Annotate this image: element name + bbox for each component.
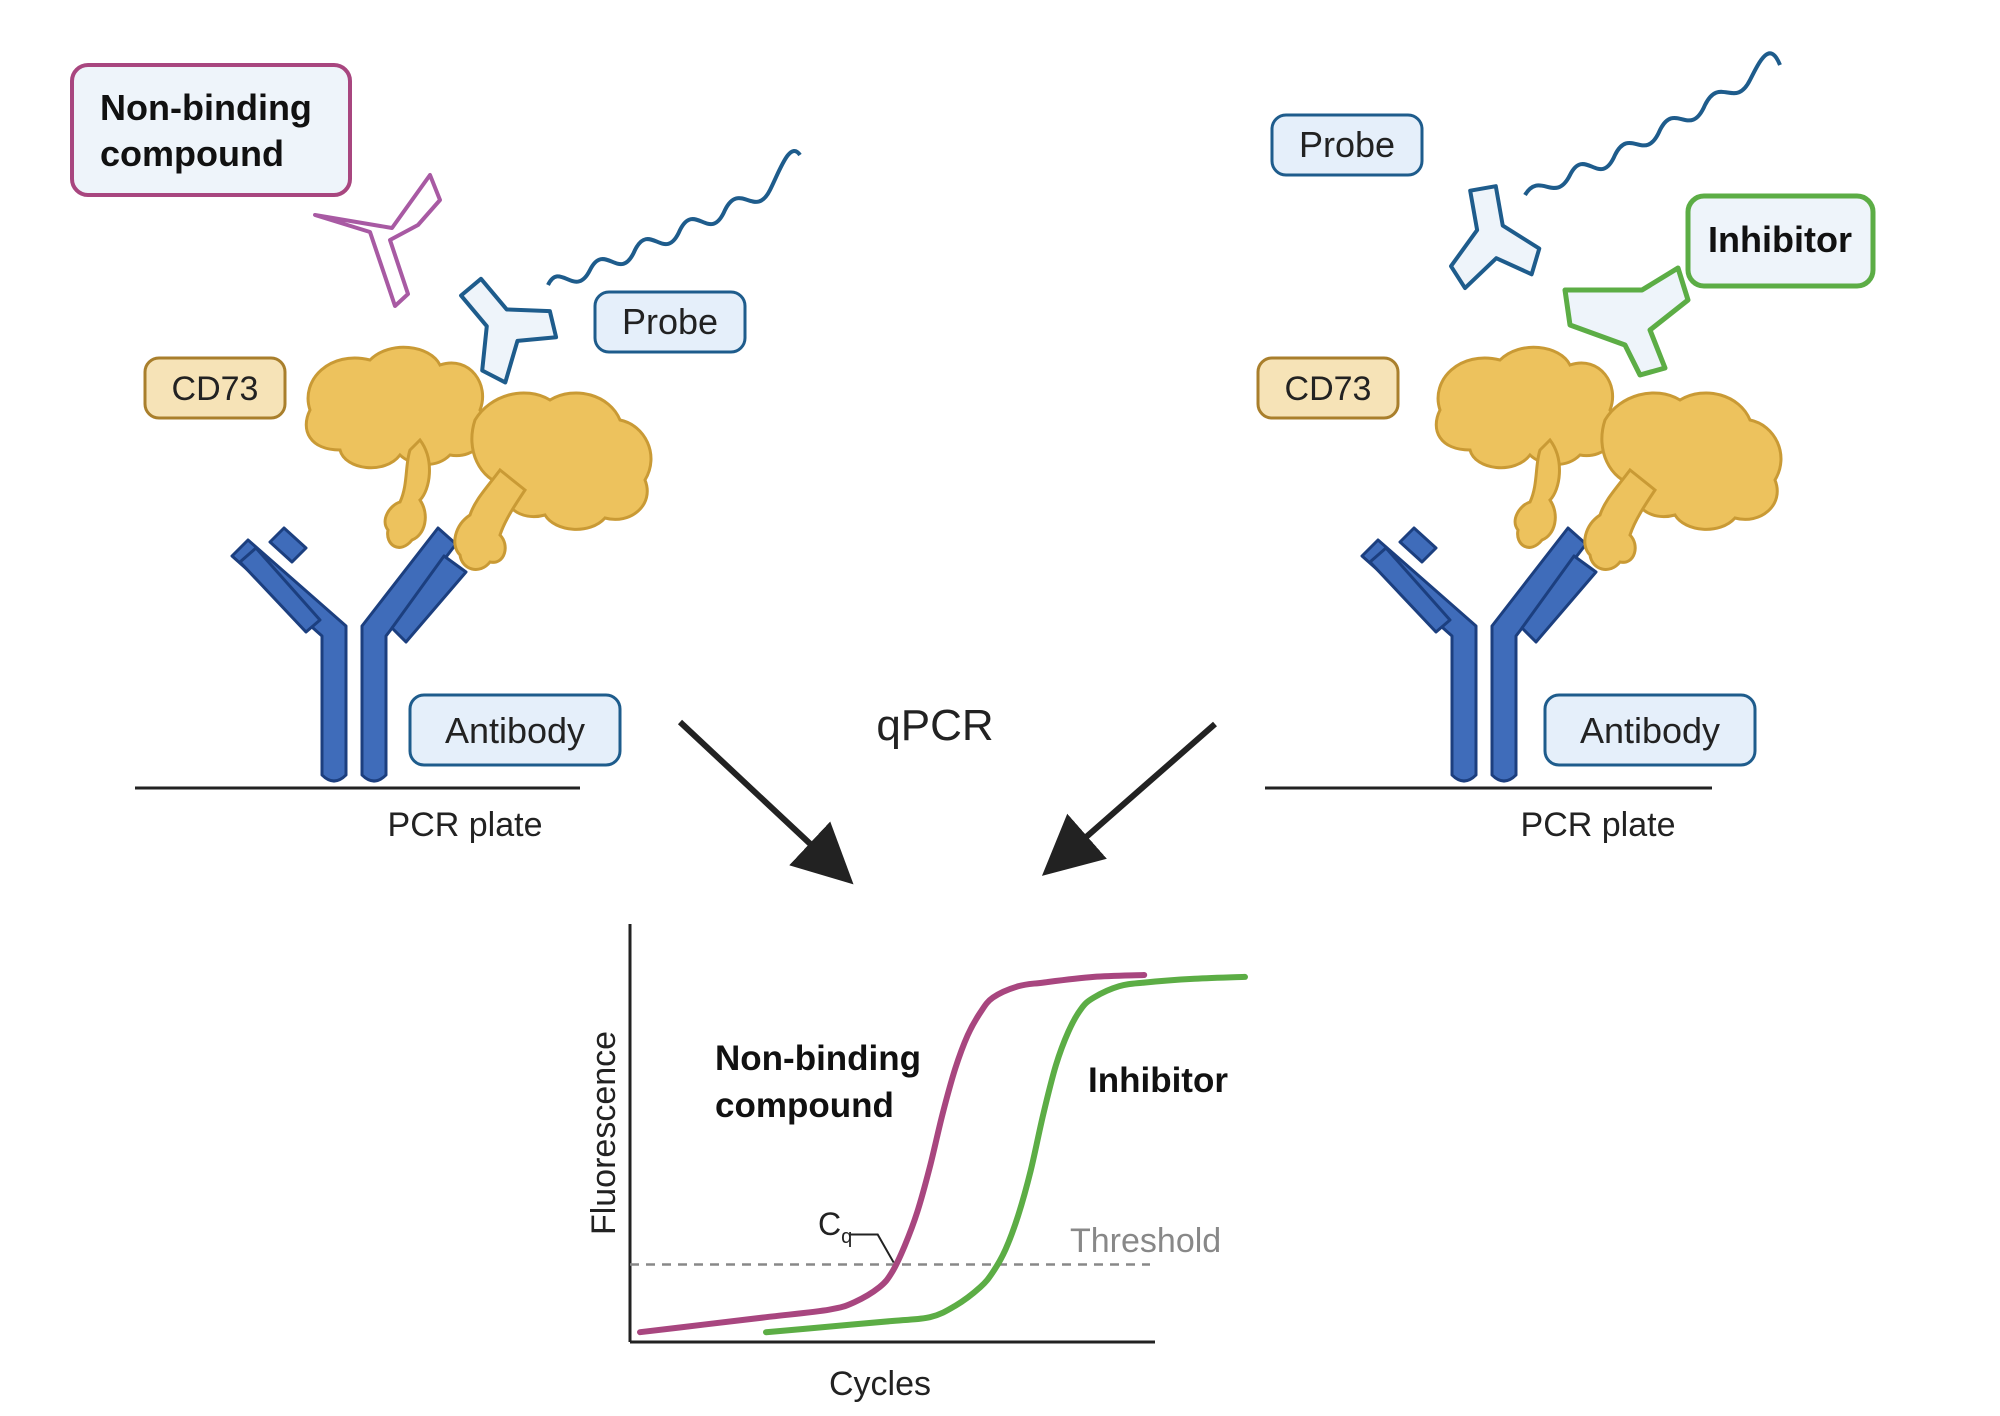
right-antibody-tag: Antibody	[1543, 693, 1757, 767]
left-antibody-icon	[230, 526, 468, 783]
svg-text:Probe: Probe	[1299, 124, 1395, 165]
left-panel: PCR plate Antibody CD73 Probe	[70, 63, 802, 844]
right-cd73-protein-icon	[1434, 345, 1783, 571]
right-pcr-plate-label: PCR plate	[1521, 806, 1676, 844]
left-arrow	[677, 719, 854, 885]
svg-text:Antibody: Antibody	[1580, 710, 1720, 751]
left-antibody-tag: Antibody	[408, 693, 622, 767]
nonbinding-series-line	[637, 972, 1148, 1336]
left-cd73-protein-icon	[304, 345, 653, 571]
inhibitor-compound-icon	[1562, 265, 1691, 378]
y-axis-label: Fluorescence	[585, 1031, 623, 1235]
nonbinding-compound-tag: Non-binding compound	[70, 63, 352, 197]
svg-text:Antibody: Antibody	[445, 710, 585, 751]
x-axis-label: Cycles	[829, 1365, 931, 1403]
cq-annotation: Cq	[818, 1206, 895, 1264]
svg-text:CD73: CD73	[172, 370, 259, 408]
nonbinding-series-label: Non-binding compound	[715, 1039, 931, 1125]
right-panel: PCR plate Antibody CD73 Inhibitor	[1256, 51, 1876, 844]
right-arrow	[1041, 721, 1217, 876]
left-cd73-tag: CD73	[143, 356, 287, 420]
nonbinding-compound-icon	[313, 173, 442, 308]
inhibitor-series-line	[763, 973, 1248, 1336]
right-probe-tag: Probe	[1270, 113, 1424, 177]
qpcr-amplification-chart: Fluorescence Cycles Threshold Non-bindin…	[585, 924, 1248, 1403]
svg-text:Inhibitor: Inhibitor	[1708, 219, 1852, 260]
right-probe-icon	[1436, 178, 1546, 292]
svg-text:Cq: Cq	[818, 1206, 852, 1248]
right-cd73-tag: CD73	[1256, 356, 1400, 420]
left-dna-strand	[546, 149, 802, 286]
qpcr-label: qPCR	[876, 701, 993, 750]
inhibitor-series-label: Inhibitor	[1088, 1061, 1228, 1100]
left-probe-tag: Probe	[593, 290, 747, 354]
inhibitor-tag: Inhibitor	[1685, 193, 1876, 289]
right-antibody-icon	[1360, 526, 1598, 783]
threshold-label: Threshold	[1070, 1222, 1221, 1260]
svg-text:Probe: Probe	[622, 301, 718, 342]
svg-text:CD73: CD73	[1285, 370, 1372, 408]
right-dna-strand	[1523, 51, 1782, 197]
left-pcr-plate-label: PCR plate	[388, 806, 543, 844]
svg-text:Non-binding compound: Non-binding compound	[100, 87, 322, 174]
